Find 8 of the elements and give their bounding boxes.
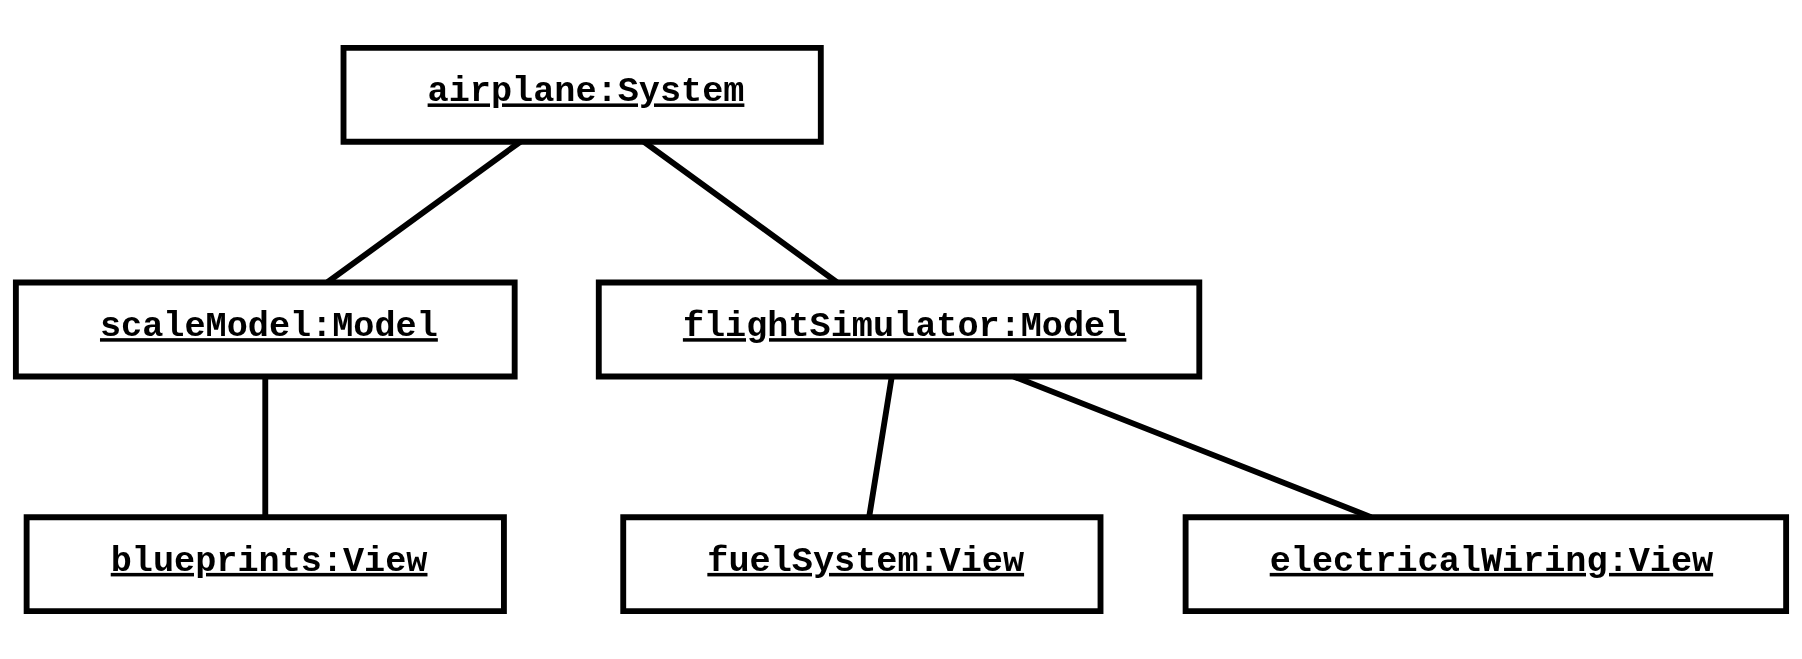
- node-box: fuelSystem:View: [620, 514, 1104, 615]
- node-box: airplane:System: [340, 44, 824, 145]
- node-box: flightSimulator:Model: [595, 279, 1203, 380]
- node-box: electricalWiring:View: [1182, 514, 1790, 615]
- node-box: scaleModel:Model: [12, 279, 518, 380]
- node-box: blueprints:View: [23, 514, 507, 615]
- connector: [866, 376, 895, 517]
- connector: [262, 376, 269, 517]
